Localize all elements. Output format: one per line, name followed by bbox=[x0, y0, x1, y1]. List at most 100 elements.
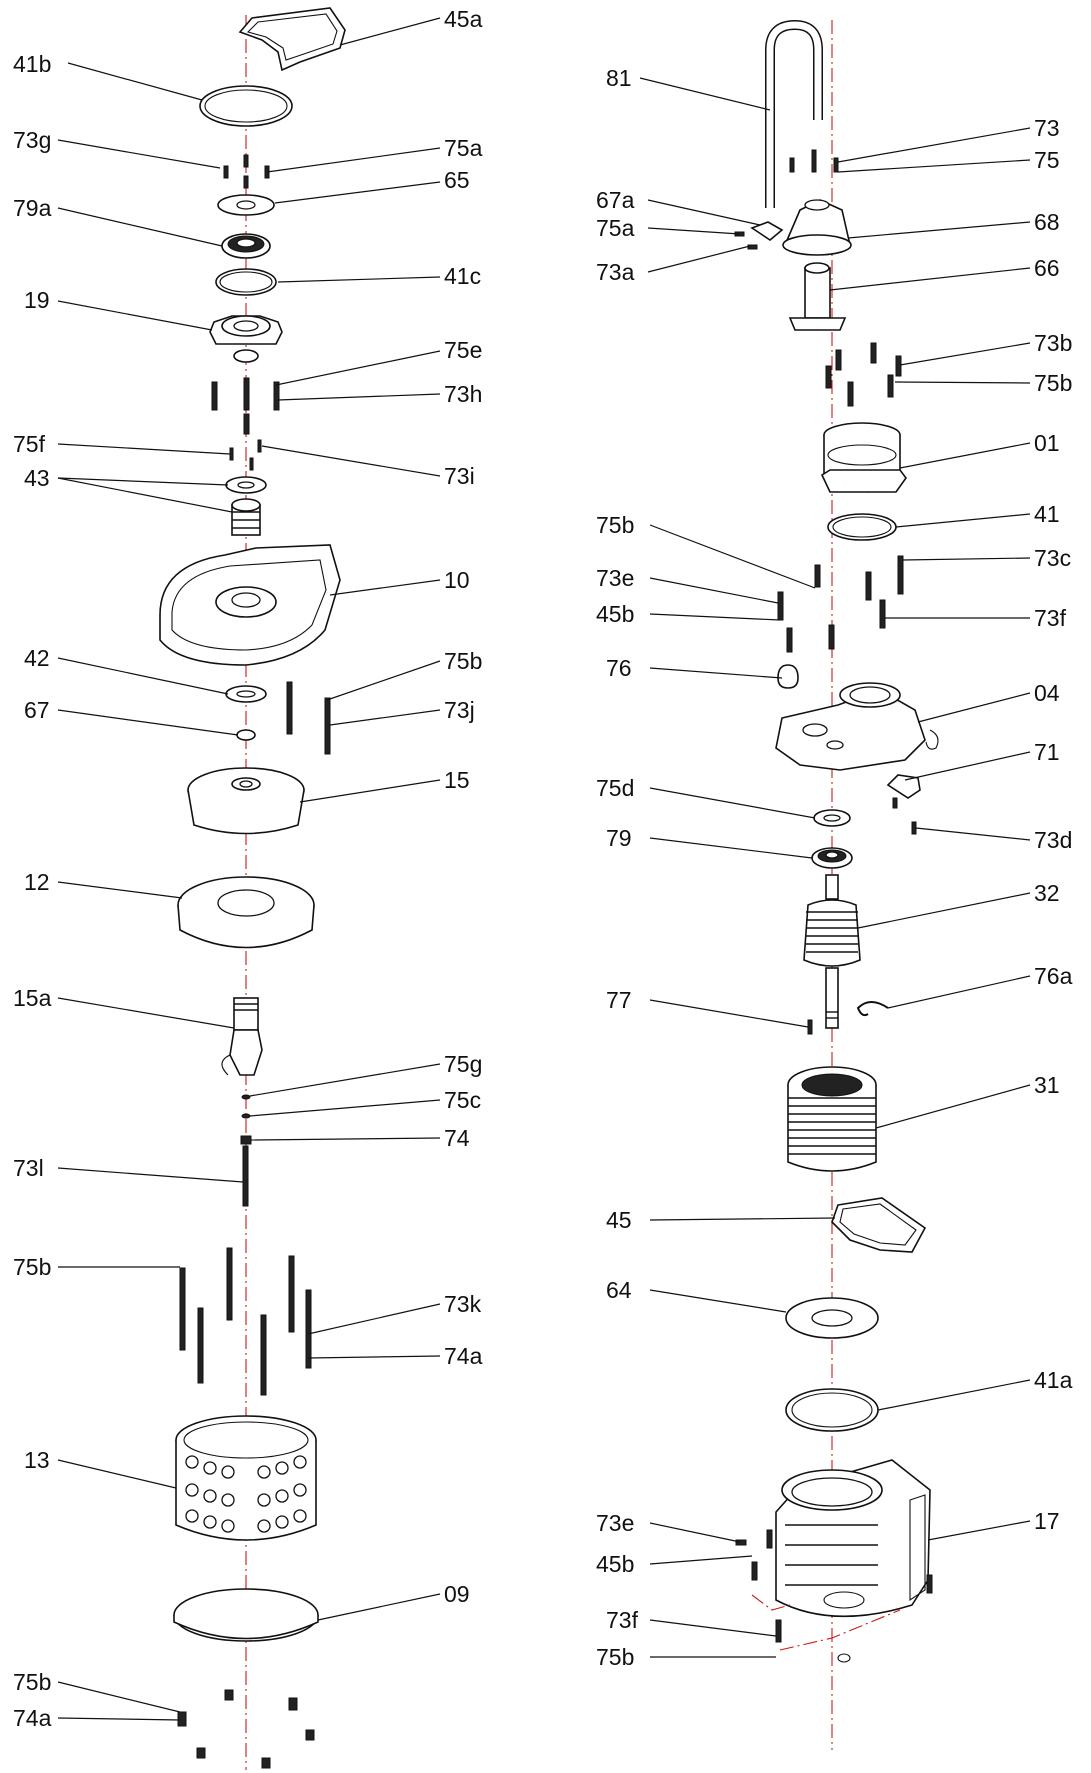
callout-64: 64 bbox=[606, 1277, 632, 1303]
callout-74a-b: 74a bbox=[13, 1705, 52, 1731]
callout-31: 31 bbox=[1034, 1072, 1060, 1098]
callouts-right: 81 73 75 67a 68 75a 73a 66 73b 75b 01 41… bbox=[596, 65, 1073, 1670]
callout-45a: 45a bbox=[444, 6, 483, 32]
bearing-79 bbox=[811, 847, 853, 869]
callout-13: 13 bbox=[24, 1447, 50, 1473]
callout-73: 73 bbox=[1034, 115, 1060, 141]
callout-15: 15 bbox=[444, 767, 470, 793]
callout-76a: 76a bbox=[1034, 963, 1073, 989]
leader-lines-right bbox=[639, 77, 1031, 1658]
callout-75b-c: 75b bbox=[13, 1669, 51, 1695]
callouts-left: 45a 41b 73g 75a 65 79a 41c 19 75e 73h 75… bbox=[13, 6, 483, 1731]
callout-75c: 75c bbox=[444, 1087, 481, 1113]
callout-75a: 75a bbox=[444, 135, 483, 161]
cable-81 bbox=[765, 19, 823, 208]
callout-73l: 73l bbox=[13, 1155, 44, 1181]
left-parts bbox=[159, 7, 346, 1769]
callout-12: 12 bbox=[24, 869, 50, 895]
callout-41: 41 bbox=[1034, 501, 1060, 527]
studs-73k bbox=[179, 1247, 312, 1396]
callout-73f-r1: 73f bbox=[1034, 605, 1067, 631]
callout-45b-r2: 45b bbox=[596, 1551, 634, 1577]
callout-75b-b: 75b bbox=[13, 1254, 51, 1280]
callout-81: 81 bbox=[606, 65, 632, 91]
callout-75: 75 bbox=[1034, 147, 1060, 173]
cable-entry-68 bbox=[782, 199, 852, 256]
impeller-15 bbox=[187, 767, 305, 835]
callout-75e: 75e bbox=[444, 337, 482, 363]
callout-75b-r2: 75b bbox=[596, 512, 634, 538]
washer-75c bbox=[241, 1113, 251, 1119]
washer-75g bbox=[241, 1094, 251, 1100]
callout-32: 32 bbox=[1034, 880, 1060, 906]
callout-73h: 73h bbox=[444, 381, 482, 407]
callout-67: 67 bbox=[24, 697, 50, 723]
callout-75a-r: 75a bbox=[596, 215, 635, 241]
callout-77: 77 bbox=[606, 987, 632, 1013]
gasket-45a bbox=[238, 7, 346, 72]
nuts-74a bbox=[177, 1689, 315, 1769]
cover-01 bbox=[820, 422, 907, 493]
callout-75g: 75g bbox=[444, 1051, 482, 1077]
callout-73j: 73j bbox=[444, 697, 475, 723]
callout-67a: 67a bbox=[596, 187, 635, 213]
rotor-32 bbox=[803, 874, 861, 1029]
sleeve-66 bbox=[788, 262, 847, 331]
callout-75f: 75f bbox=[13, 431, 46, 457]
callout-17: 17 bbox=[1034, 1508, 1060, 1534]
callout-45: 45 bbox=[606, 1207, 632, 1233]
callout-73a: 73a bbox=[596, 259, 635, 285]
motor-housing-17 bbox=[775, 1459, 931, 1663]
gasket-45 bbox=[831, 1197, 927, 1253]
callout-74: 74 bbox=[444, 1125, 470, 1151]
pump-casing-10 bbox=[159, 544, 341, 666]
callout-76: 76 bbox=[606, 655, 632, 681]
callout-19: 19 bbox=[24, 287, 50, 313]
bearing-79a bbox=[221, 233, 271, 259]
callout-66: 66 bbox=[1034, 255, 1060, 281]
callout-75b-a: 75b bbox=[444, 648, 482, 674]
callout-41a: 41a bbox=[1034, 1367, 1073, 1393]
callout-09: 09 bbox=[444, 1581, 470, 1607]
mechanical-seal-43 bbox=[225, 476, 267, 536]
terminal-71 bbox=[886, 774, 921, 835]
cutter-15a bbox=[221, 997, 263, 1076]
stud-73j-b bbox=[324, 697, 331, 755]
callout-10: 10 bbox=[444, 567, 470, 593]
strainer-13 bbox=[175, 1415, 317, 1541]
wear-plate-12 bbox=[177, 876, 315, 949]
stator-31 bbox=[787, 1066, 877, 1172]
callout-79: 79 bbox=[606, 825, 632, 851]
callout-15a: 15a bbox=[13, 985, 52, 1011]
callout-73i: 73i bbox=[444, 463, 475, 489]
o-ring-41 bbox=[827, 513, 897, 541]
callout-71: 71 bbox=[1034, 739, 1060, 765]
bolt-73l bbox=[242, 1145, 249, 1207]
base-plate-09 bbox=[173, 1588, 319, 1642]
bolts-73h bbox=[211, 377, 280, 471]
bolts-73e-73f bbox=[735, 1529, 933, 1643]
sleeve-67 bbox=[236, 729, 256, 741]
callout-41b: 41b bbox=[13, 51, 51, 77]
callout-42: 42 bbox=[24, 645, 50, 671]
screw-73 bbox=[789, 157, 795, 173]
circlip-76a bbox=[856, 1001, 889, 1017]
callout-73b: 73b bbox=[1034, 330, 1072, 356]
callout-73e-r2: 73e bbox=[596, 1510, 634, 1536]
clamp-67a bbox=[750, 221, 784, 241]
eyebolt-76 bbox=[777, 664, 799, 689]
callout-75b-r1: 75b bbox=[1034, 370, 1072, 396]
bearing-housing-19 bbox=[209, 315, 283, 363]
callout-73d: 73d bbox=[1034, 827, 1072, 853]
callout-73g: 73g bbox=[13, 127, 51, 153]
leader-lines-left bbox=[57, 17, 441, 1721]
callout-41c: 41c bbox=[444, 263, 481, 289]
callout-73e-r1: 73e bbox=[596, 565, 634, 591]
callout-79a: 79a bbox=[13, 195, 52, 221]
o-ring-41a bbox=[785, 1388, 879, 1432]
callout-74a-a: 74a bbox=[444, 1343, 483, 1369]
o-ring-41c bbox=[215, 268, 277, 296]
callout-68: 68 bbox=[1034, 209, 1060, 235]
callout-04: 04 bbox=[1034, 680, 1060, 706]
